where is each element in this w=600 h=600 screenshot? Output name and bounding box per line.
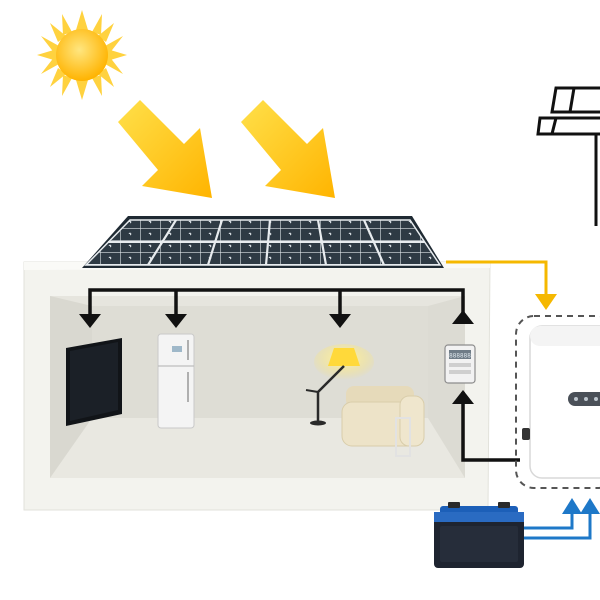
- sun-icon: [37, 10, 127, 100]
- sunlight-arrow-left: [118, 100, 212, 198]
- battery-icon: [434, 502, 524, 568]
- battery-wires: [524, 498, 600, 540]
- energy-meter-icon: 888888: [444, 344, 476, 384]
- sofa-icon: [341, 386, 425, 457]
- refrigerator-icon: [157, 333, 195, 429]
- sunlight-arrow-right: [241, 100, 335, 198]
- solar-panel-icon: [82, 216, 444, 268]
- solar-dc-wire: [446, 260, 557, 310]
- power-grid-pylon-icon: [536, 86, 600, 226]
- hybrid-inverter-icon: [515, 315, 600, 489]
- distribution-wires: [88, 288, 520, 462]
- arrow-down-lamp: [329, 314, 351, 328]
- arrow-up-meter-bottom: [452, 390, 474, 404]
- arrow-down-fridge: [165, 314, 187, 328]
- arrow-up-meter-top: [452, 310, 474, 324]
- floor-lamp-icon: [305, 344, 374, 426]
- arrow-down-tv: [79, 314, 101, 328]
- meter-reading: 888888: [449, 353, 471, 360]
- television-icon: [66, 338, 122, 426]
- wire-arrowheads: [79, 310, 474, 404]
